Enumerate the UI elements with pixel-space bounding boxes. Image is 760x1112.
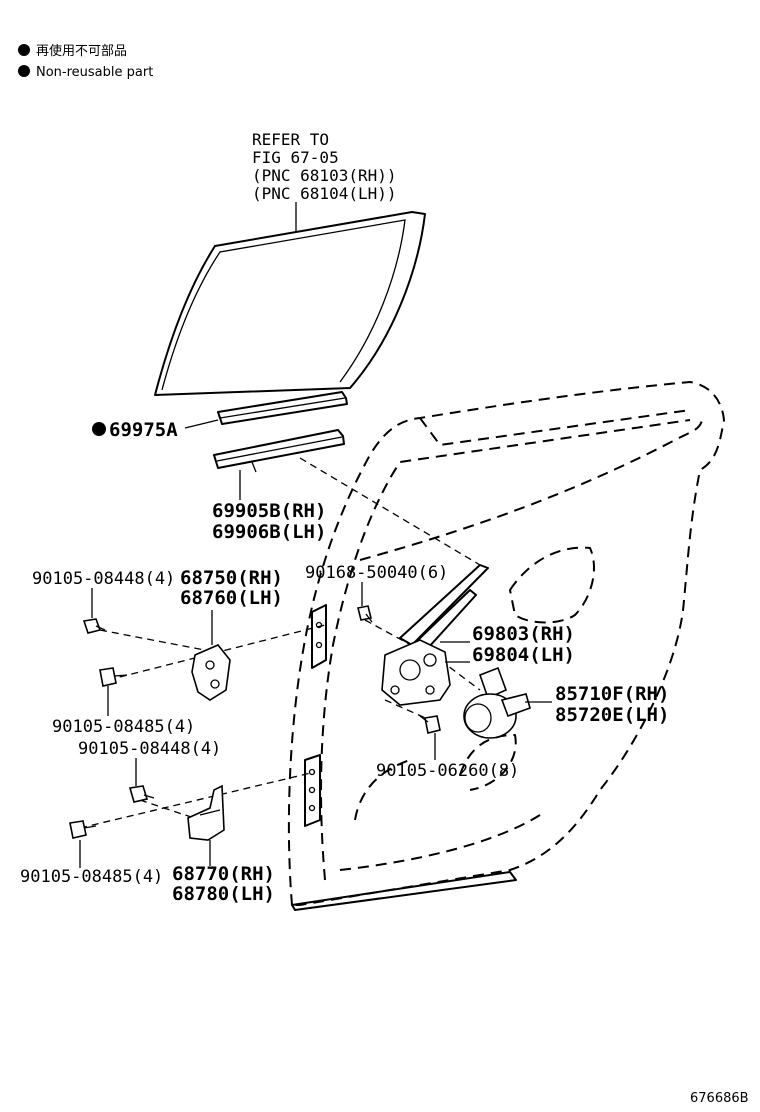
door-panel xyxy=(287,381,725,911)
bolt-90105-08448-top xyxy=(82,588,106,634)
non-reusable-marker-icon xyxy=(18,65,30,77)
callout-68780-lh: 68780(LH) xyxy=(172,883,275,905)
callout-90105-06260: 90105-06260(8) xyxy=(376,761,519,781)
non-reusable-marker-icon xyxy=(92,422,106,436)
door-glass xyxy=(154,211,426,396)
callout-85720e-lh: 85720E(LH) xyxy=(555,704,669,726)
bolt-90105-06260 xyxy=(419,715,441,760)
reference-line-2: FIG 67-05 xyxy=(252,148,339,167)
belt-moulding-69975a xyxy=(184,391,348,429)
legend: 再使用不可部品 Non-reusable part xyxy=(18,43,153,80)
bolt-90168-50040 xyxy=(357,582,373,623)
regulator-motor-85710f xyxy=(463,666,552,739)
legend-label-jp: 再使用不可部品 xyxy=(36,43,127,59)
callout-90105-08448-mid: 90105-08448(4) xyxy=(78,739,221,759)
callout-68750-rh: 68750(RH) xyxy=(180,567,283,589)
hinge-68750 xyxy=(191,610,231,701)
reference-line-4: (PNC 68104(LH)) xyxy=(252,184,397,203)
callout-90105-08485-bot: 90105-08485(4) xyxy=(20,867,163,887)
figure-id: 676686B xyxy=(690,1091,749,1106)
callout-68770-rh: 68770(RH) xyxy=(172,863,275,885)
callout-69905b-rh: 69905B(RH) xyxy=(212,500,326,522)
belt-moulding-69905b xyxy=(213,429,345,500)
bolt-90105-08485-bot xyxy=(69,820,97,868)
bolt-90105-08485-top xyxy=(99,667,128,716)
window-regulator-69803 xyxy=(381,564,489,706)
non-reusable-marker-icon xyxy=(18,44,30,56)
hinge-68770 xyxy=(187,784,225,866)
callout-69906b-lh: 69906B(LH) xyxy=(212,521,326,543)
reference-note: REFER TO FIG 67-05 (PNC 68103(RH)) (PNC … xyxy=(252,130,397,232)
callout-90105-08448-top: 90105-08448(4) xyxy=(32,569,175,589)
reference-line-3: (PNC 68103(RH)) xyxy=(252,166,397,185)
door-hinge-plate-lower xyxy=(304,754,321,827)
callout-90168-50040: 90168-50040(6) xyxy=(305,563,448,583)
callouts: 69975A 69905B(RH) 69906B(LH) 90105-08448… xyxy=(20,419,669,905)
callout-68760-lh: 68760(LH) xyxy=(180,587,283,609)
callout-69803-rh: 69803(RH) xyxy=(472,623,575,645)
callout-69804-lh: 69804(LH) xyxy=(472,644,575,666)
door-hinge-plate-upper xyxy=(311,604,327,669)
callout-69975a: 69975A xyxy=(109,419,178,441)
reference-line-1: REFER TO xyxy=(252,130,329,149)
callout-85710f-rh: 85710F(RH) xyxy=(555,683,669,705)
callout-90105-08485-top: 90105-08485(4) xyxy=(52,717,195,737)
legend-label-en: Non-reusable part xyxy=(36,65,153,80)
bolt-90105-08448-mid xyxy=(128,758,155,803)
